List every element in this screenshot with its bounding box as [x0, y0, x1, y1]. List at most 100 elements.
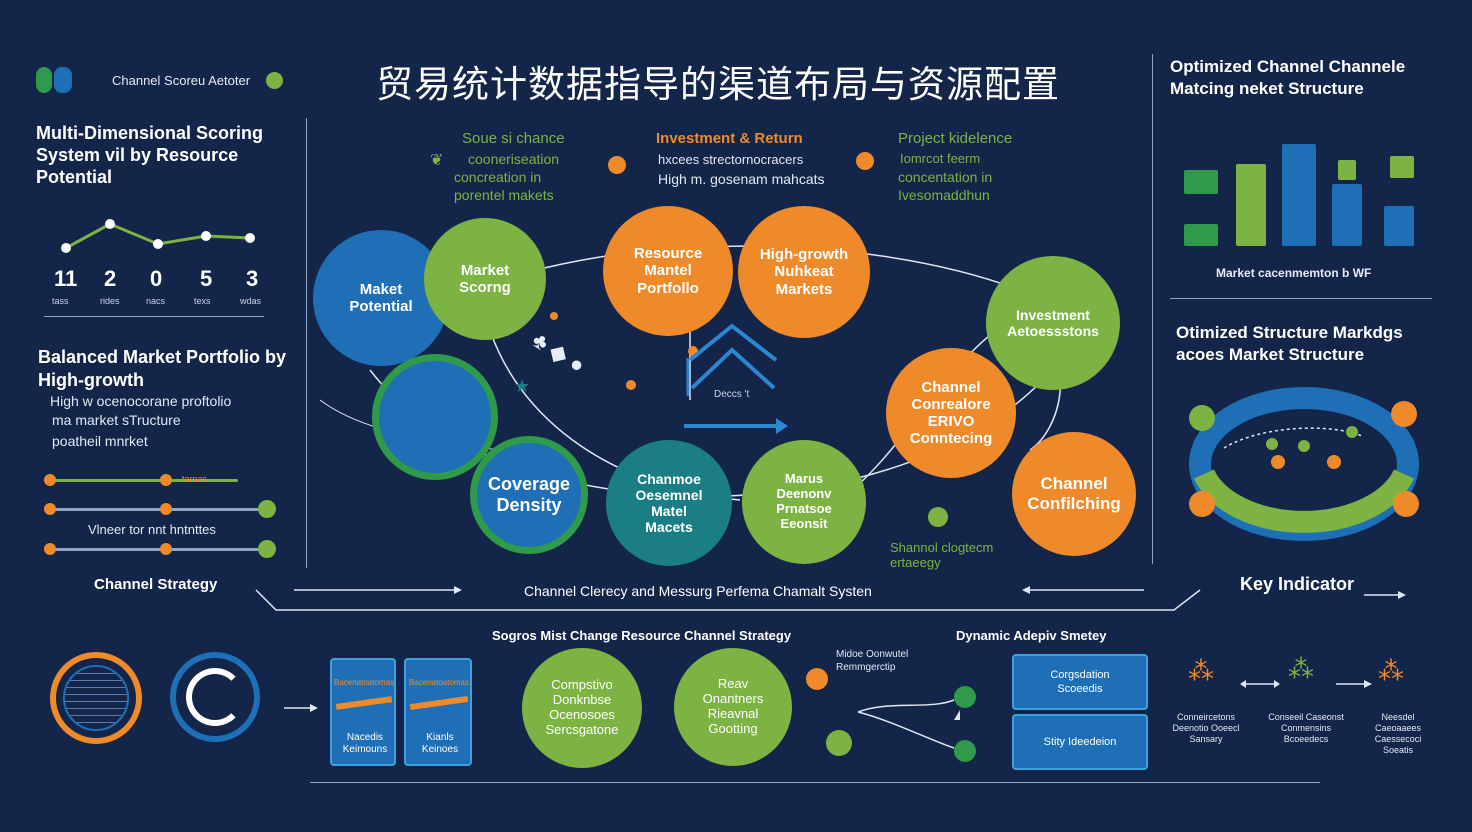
bottom-circle-resource[interactable]: Reav Onantners Rieavnal Gootting: [674, 648, 792, 766]
bottom-strategy-label: Sogros Mist Change Resource Channel Stra…: [492, 628, 792, 643]
spark-label: wdas: [240, 296, 262, 306]
portfolio-title: Balanced Market Portfolio by High-growth: [38, 347, 287, 390]
indicator-2: ⁂ Conseeil Caseonst Conmensins Bcoeedecs: [1268, 654, 1344, 764]
chart-bar: [1282, 144, 1316, 246]
callout-2: Investment & Return hxcees strectornocra…: [656, 130, 866, 200]
callout-line: hxcees strectornocracers: [658, 152, 804, 167]
circle-coverage-density[interactable]: Coverage Density: [470, 436, 588, 554]
scoring-sparkline: [61, 219, 255, 253]
spark-value: 5: [200, 266, 213, 291]
brand-dot: [266, 72, 283, 89]
circle-channel-market[interactable]: Chanmoe Oesemnel Matel Macets: [606, 440, 732, 566]
right-title: Optimized Channel Channele Matcing neket…: [1170, 57, 1406, 98]
dynamic-card-1[interactable]: Corgsdation Scoeedis: [1012, 654, 1148, 710]
brand-logo: [36, 67, 74, 93]
channel-strategy-label: Channel Strategy: [94, 576, 218, 593]
slider-handle[interactable]: [160, 474, 172, 486]
spark-label: nacs: [146, 296, 166, 306]
callout-3: Project kidelence Iomrcot feerm concenta…: [896, 130, 1096, 210]
structure-ring-diagram: [1189, 387, 1419, 541]
callout-line: Iomrcot feerm: [900, 151, 981, 166]
indicator-label: Neesdel Caeoaaees Caessecoci Soeatis: [1374, 712, 1422, 755]
dynamic-label: Dynamic Adepiv Smetey: [956, 628, 1107, 643]
circle-channel-conflicting[interactable]: Channel Conrealore ERIVO Conntecing: [886, 348, 1016, 478]
circle-channel-conflicting-2[interactable]: Channel Confilching: [1012, 432, 1136, 556]
circle-refgovern[interactable]: [372, 354, 498, 480]
callout-line: High m. gosenam mahcats: [658, 171, 825, 187]
circle-investment[interactable]: Investment Aetoessstons: [986, 256, 1120, 390]
strategy-card-2[interactable]: Bacenatoatomas Kianls Keinoes: [404, 658, 472, 766]
tree-icon: ⁂: [1288, 654, 1314, 684]
strategy-card-1[interactable]: Bacenatoatomas Nacedis Keimouns: [330, 658, 396, 766]
dynamic-card-2[interactable]: Stity Ideedeion: [1012, 714, 1148, 770]
circle-market-scoring[interactable]: Market Scorng: [424, 218, 546, 340]
indicator-label: Conseeil Caseonst Conmensins Bcoeedecs: [1268, 712, 1344, 744]
portfolio-desc-1: High w ocenocorane proftolio: [50, 393, 232, 409]
slider-handle[interactable]: [44, 503, 56, 515]
tree-icon: ⁂: [1378, 656, 1404, 686]
spark-label: rides: [100, 296, 120, 306]
callout-line: cooneriseation: [468, 151, 560, 167]
mini-indicator-icon: [928, 507, 948, 527]
callout-line: porentel makets: [454, 187, 554, 203]
network-links: [857, 699, 960, 749]
growth-arrow-icon: [684, 323, 788, 434]
arrow-right-icon: [284, 704, 318, 712]
chart-bar: [1184, 224, 1218, 246]
sparkline-values: 11 2 0 5 3 tass rides nacs texs wdas: [40, 266, 280, 310]
spark-value: 11: [54, 266, 78, 291]
page-title: 贸易统计数据指导的渠道布局与资源配置: [376, 63, 1060, 106]
chart-bar: [1332, 184, 1362, 246]
slider-track[interactable]: [48, 479, 238, 482]
callout-dot: [856, 152, 874, 170]
slider-handle[interactable]: [44, 543, 56, 555]
spark-value: 0: [150, 266, 163, 291]
portfolio-desc-3: poatheil mnrket: [52, 433, 148, 449]
callout-line: concreation in: [454, 169, 542, 185]
decor-dot: [550, 312, 558, 320]
callout-line: concentation in: [898, 169, 993, 185]
card-bottom: Kianls Keinoes: [421, 732, 459, 755]
card-top: Bacenatoatomas: [408, 678, 470, 687]
scoring-title: Multi-Dimensional Scoring System vil by …: [36, 123, 264, 187]
indicator-1: ⁂ Conneircetons Deenotio Ooeecl Sansary: [1168, 656, 1244, 766]
bottom-circle-competitive[interactable]: Compstivo Donknbse Ocenosoes Sercsgatone: [522, 648, 642, 768]
network-node: [806, 668, 828, 690]
divider-left: [306, 118, 307, 568]
globe-chart-icon: [170, 652, 260, 742]
spark-value: 3: [246, 266, 259, 291]
circle-high-growth[interactable]: High-growth Nuhkeat Markets: [738, 206, 870, 338]
bottom-divider: [310, 782, 1320, 783]
decor-dot: [626, 380, 636, 390]
leaf-icon: ❦: [430, 152, 444, 169]
chart-bar: [1338, 160, 1356, 180]
structure-title: Otimized Structure Markdgs acoes Market …: [1176, 323, 1403, 364]
bar-chart-caption: Market cacenmemton b WF: [1216, 266, 1372, 280]
spark-value: 2: [104, 266, 117, 291]
chart-bar: [1384, 206, 1414, 246]
key-indicator-arrow: [1364, 591, 1406, 599]
callout-1: ❦ Soue si chance cooneriseation concreat…: [430, 130, 630, 210]
callout-title: Investment & Return: [656, 130, 803, 147]
spark-label: texs: [194, 296, 211, 306]
star-icon: ★: [514, 376, 531, 396]
flow-frame: [255, 586, 1201, 611]
portfolio-desc-2: ma market sTructure: [52, 412, 181, 428]
circle-mature[interactable]: Marus Deenonv Prnatsoe Eeonsit: [742, 440, 866, 564]
callout-title: Soue si chance: [462, 130, 565, 147]
chart-bar: [1390, 156, 1414, 178]
slider-track[interactable]: [48, 548, 268, 551]
slider-track[interactable]: [48, 508, 268, 511]
slider-label: tarnas: [182, 474, 208, 484]
circle-resource-portfolio[interactable]: Resource Mantel Portfollo: [603, 206, 733, 336]
slider-handle[interactable]: [160, 503, 172, 515]
callout-title: Project kidelence: [898, 130, 1013, 147]
divider-right: [1152, 54, 1153, 564]
tree-icon: ⁂: [1188, 656, 1214, 686]
slider-handle[interactable]: [44, 474, 56, 486]
slider-handle[interactable]: [160, 543, 172, 555]
key-indicator-label: Key Indicator: [1240, 574, 1355, 594]
right-bar-chart: [1180, 140, 1430, 250]
slider-end: [258, 540, 276, 558]
network-node: [954, 686, 976, 708]
